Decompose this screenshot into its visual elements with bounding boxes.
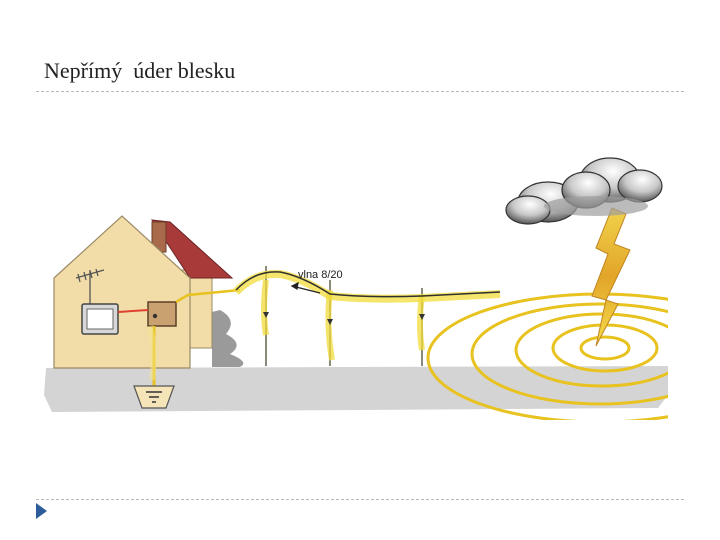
distribution-box: [148, 302, 176, 326]
footer-divider: [36, 499, 684, 500]
surge-arrester: [153, 314, 157, 318]
overhead-line-glow: [236, 274, 500, 299]
storm-cloud: [506, 158, 662, 224]
bullet-arrow-icon: [36, 503, 47, 519]
house-side-shadow: [212, 310, 243, 367]
slide-title: Nepřímý úder blesku: [44, 58, 235, 84]
utility-poles: [266, 266, 422, 366]
wave-label: vlna 8/20: [298, 269, 343, 281]
indirect-lightning-strike-diagram: vlna 8/20: [40, 150, 680, 420]
pole-surge-glow: [264, 280, 422, 360]
title-divider: [36, 91, 684, 92]
tv-icon: [82, 304, 118, 334]
